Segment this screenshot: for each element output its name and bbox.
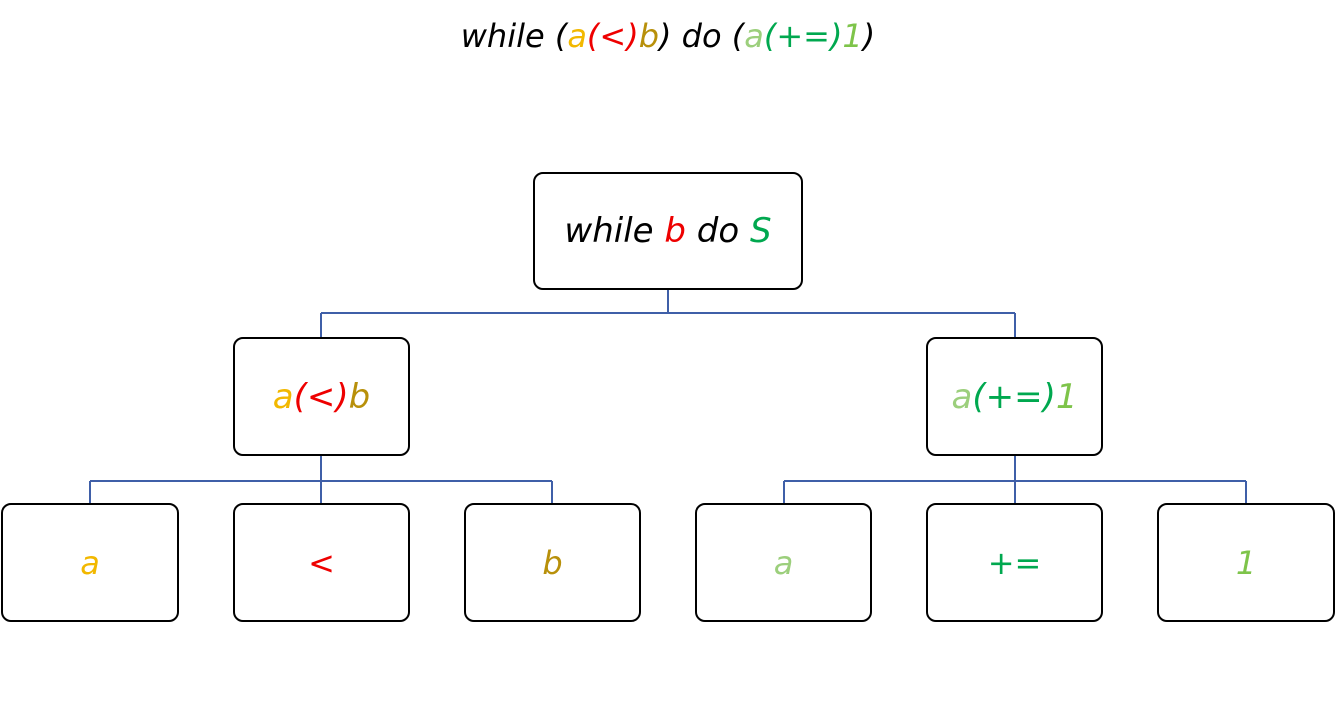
text-segment: 1 [1235,543,1257,582]
text-segment: a [80,543,100,582]
text-segment: (+=) [763,17,843,55]
connector-condition [89,456,553,504]
diagram-title: while (a(<)b) do (a(+=)1) [0,14,1336,58]
text-segment: b [664,211,686,251]
text-segment: (+=) [972,376,1056,417]
leaf-one: 1 [1157,503,1335,622]
text-segment: b [542,543,563,582]
node-condition: a(<)b [233,337,410,456]
text-segment: ) do ( [659,17,745,55]
connector-root-children [320,290,1016,338]
text-segment: b [348,376,371,417]
text-segment: (<) [586,17,639,55]
text-segment: a [951,376,973,417]
text-segment: do [685,211,750,251]
leaf-plus-equals: += [926,503,1103,622]
text-segment: S [749,211,772,251]
text-segment: += [987,543,1042,582]
node-statement: a(+=)1 [926,337,1103,456]
text-segment: < [308,543,335,582]
leaf-a-operand: a [1,503,179,622]
connector-condition-children [89,456,553,504]
text-segment: while [564,211,665,251]
node-while-root: while b do S [533,172,803,290]
text-segment: a [567,17,587,55]
text-segment: while ( [460,17,568,55]
text-segment: a [744,17,764,55]
text-segment: ) [862,17,876,55]
text-segment: 1 [1055,376,1078,417]
leaf-b-operand: b [464,503,641,622]
leaf-a-target: a [695,503,872,622]
connector-statement-children [783,456,1247,504]
text-segment: 1 [842,17,863,55]
text-segment: a [773,543,794,582]
text-segment: b [638,17,660,55]
text-segment: a [272,376,294,417]
connector-root [320,290,1016,338]
text-segment: (<) [293,376,349,417]
connector-statement [783,456,1247,504]
leaf-less-than: < [233,503,410,622]
